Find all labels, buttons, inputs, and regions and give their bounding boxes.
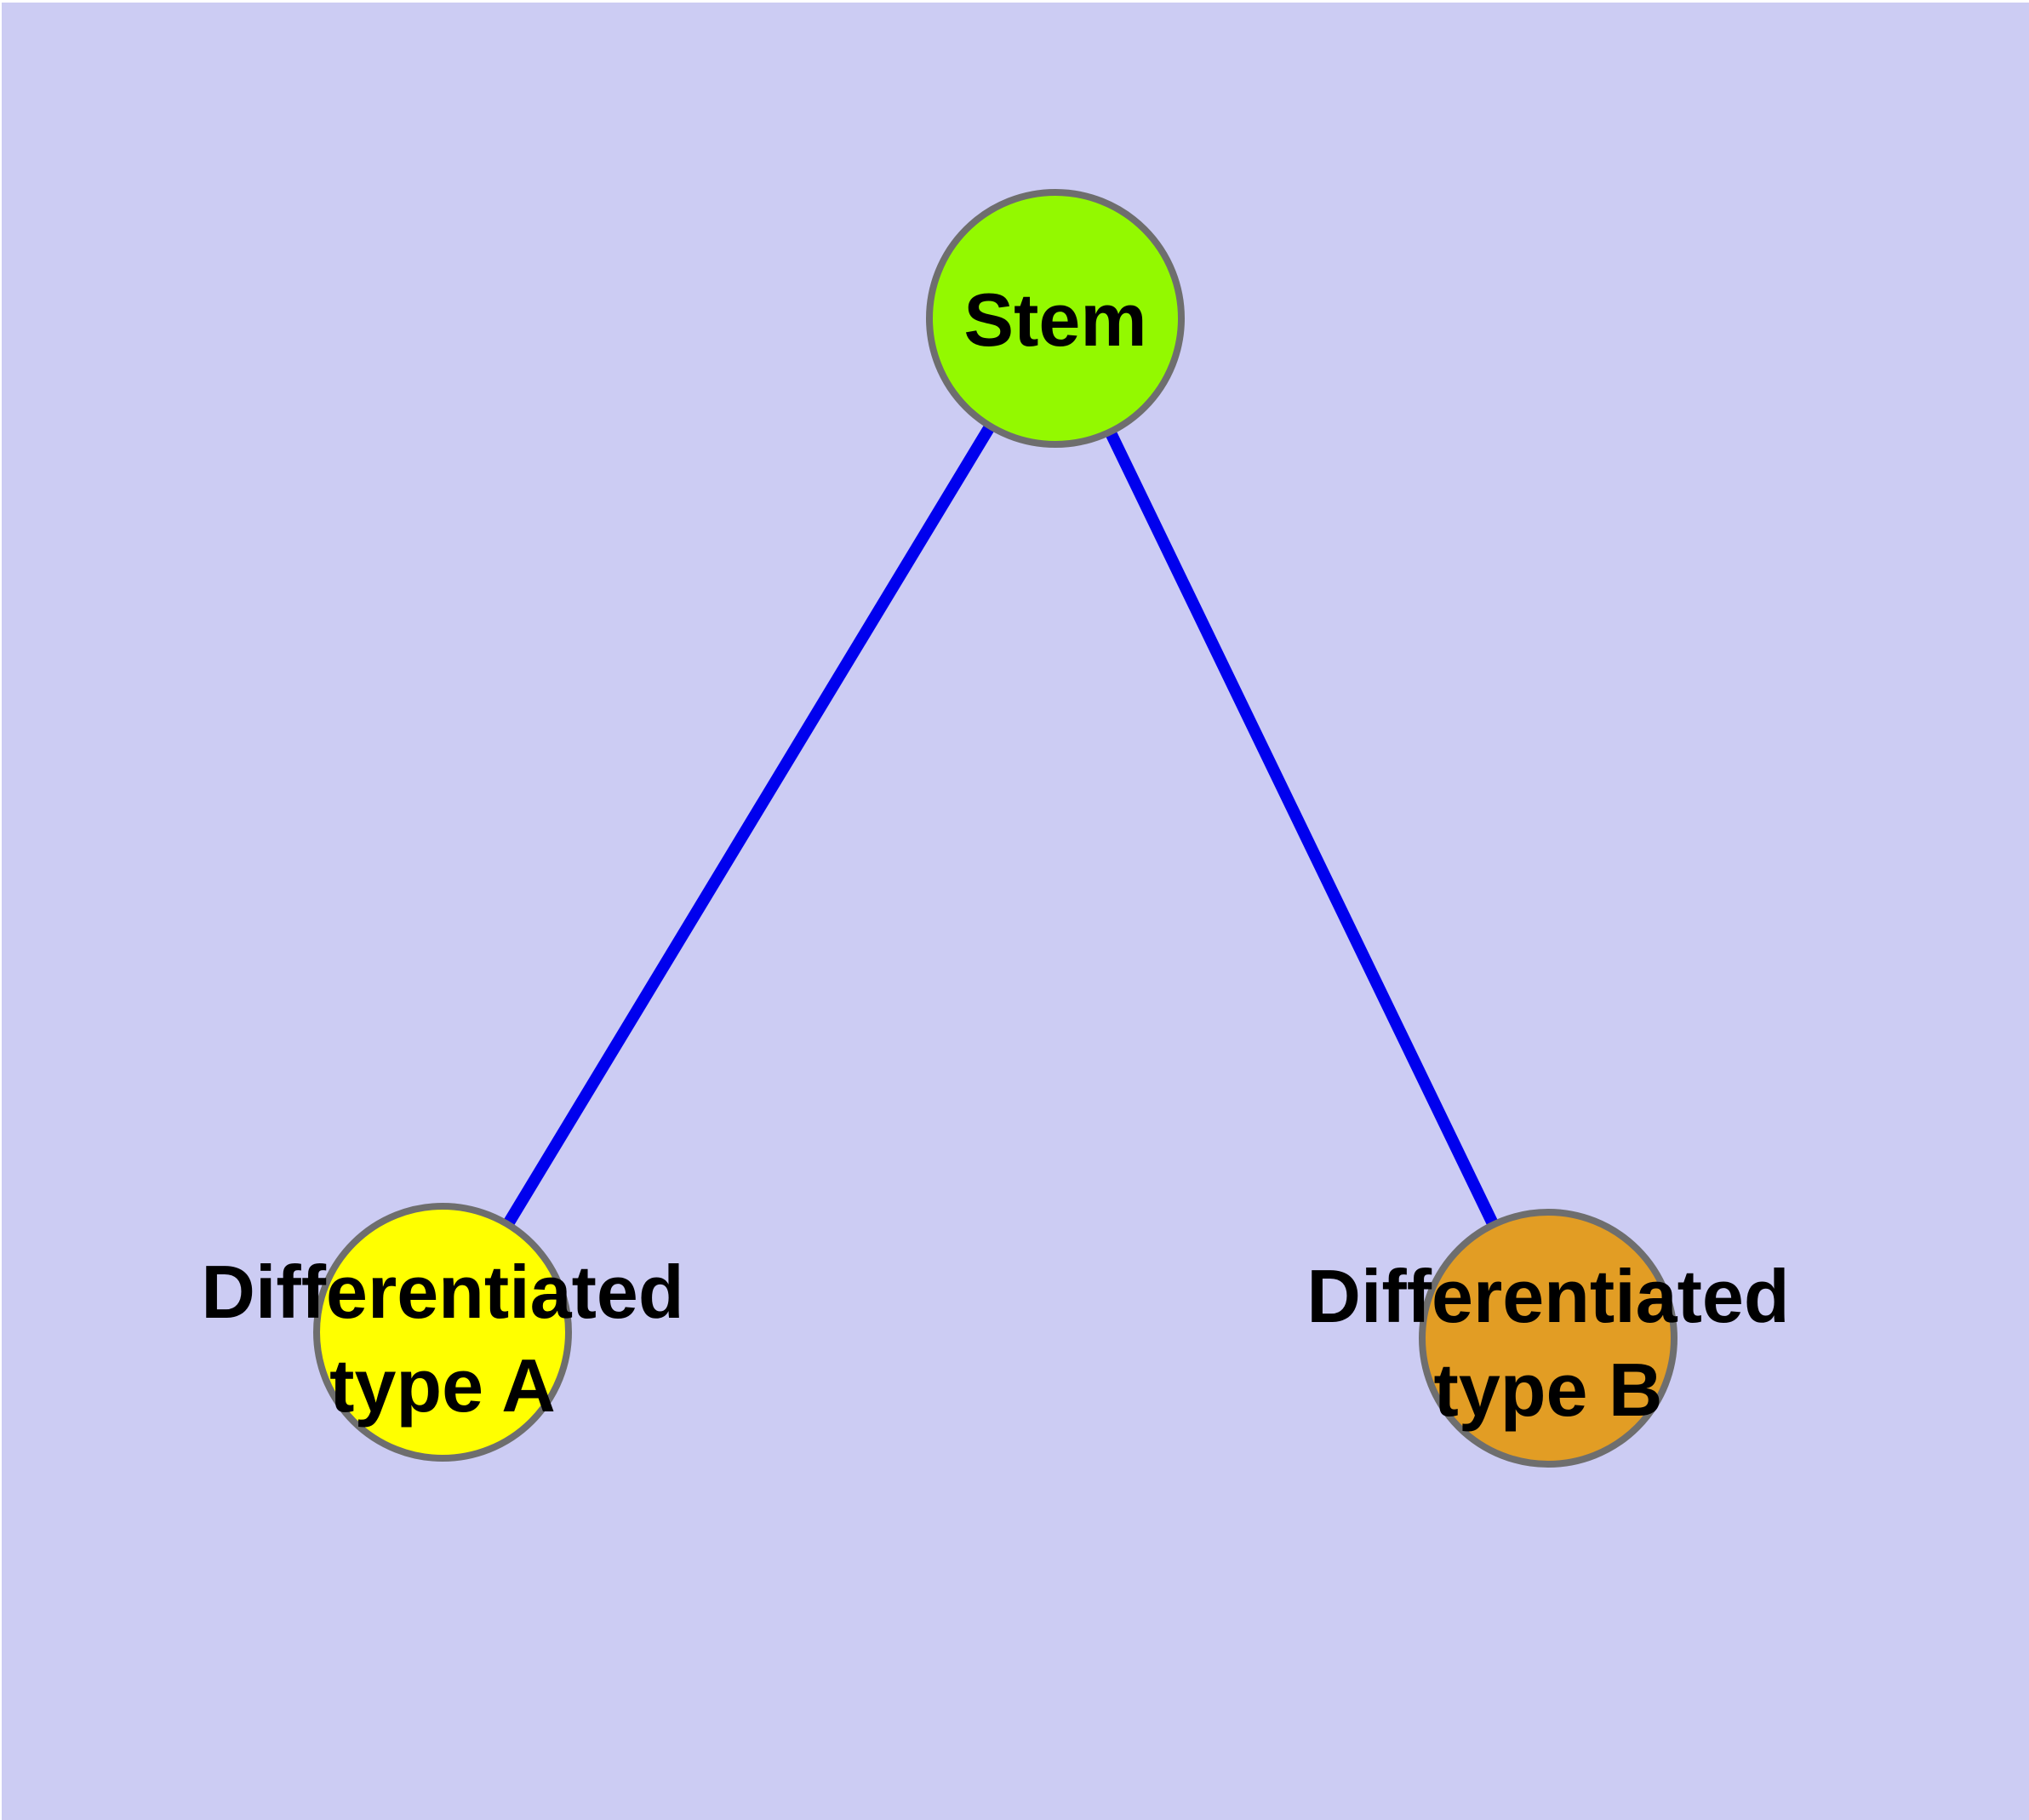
edge-stem-to-type-b	[1049, 315, 1554, 1342]
node-type-a-label-line1: Differentiated	[201, 1250, 683, 1334]
node-type-b-label-line1: Differentiated	[1306, 1254, 1789, 1338]
node-type-a-label-line2: type A	[329, 1343, 556, 1428]
node-type-b-circle	[1419, 1209, 1677, 1468]
edge-stem-to-type-a	[437, 315, 1060, 1336]
node-type-b-label-line2: type B	[1434, 1348, 1663, 1432]
node-type-a-circle	[313, 1203, 572, 1462]
node-stem-label: Stem	[963, 278, 1146, 362]
node-stem-circle	[926, 189, 1185, 448]
